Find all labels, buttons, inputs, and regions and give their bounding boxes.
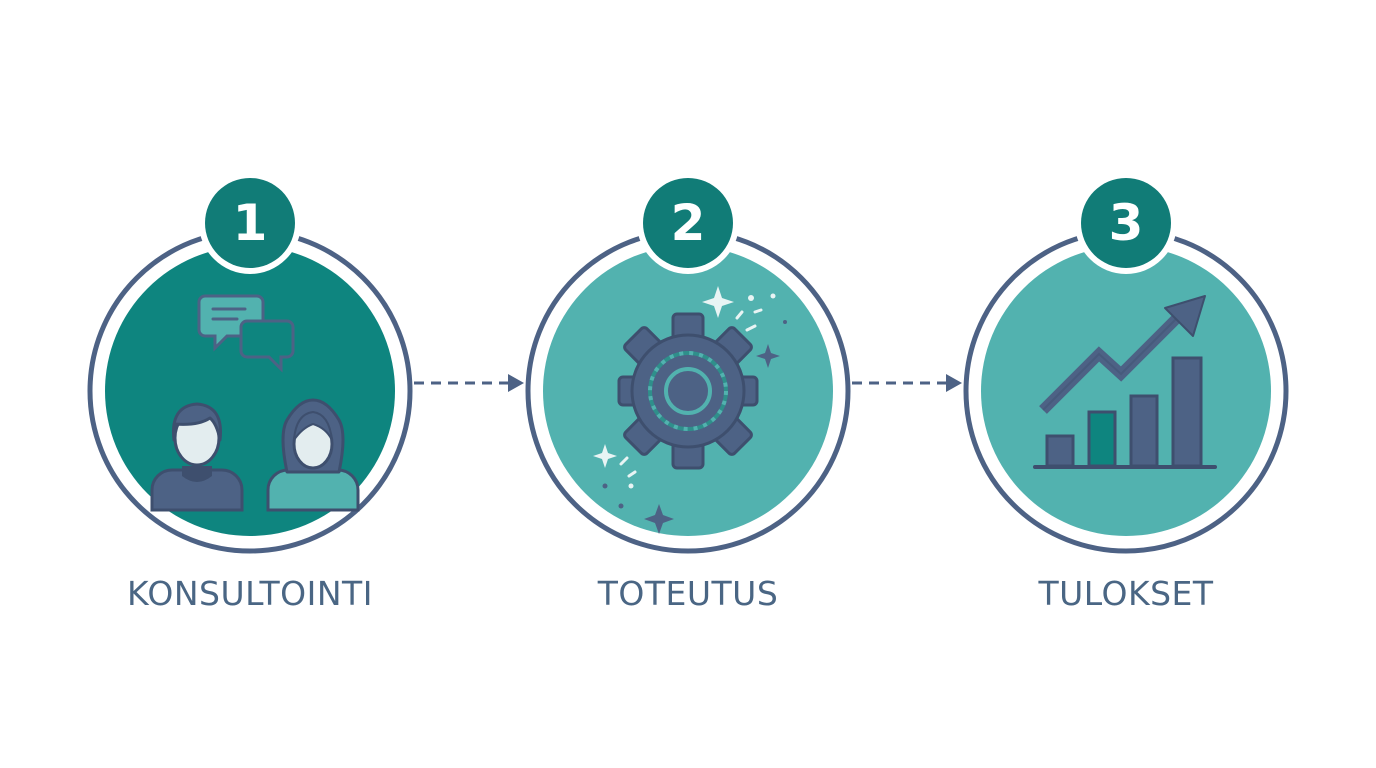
step-results: 3 TULOKSET <box>961 178 1291 618</box>
sparkle-dots <box>628 293 776 489</box>
person-female-icon <box>266 398 360 512</box>
step-consultation: 1 KONSULTOINTI <box>85 178 415 618</box>
step-implementation: 2 TOTEUTUS <box>523 178 853 618</box>
sparkle-icon <box>593 286 734 468</box>
step-label: KONSULTOINTI <box>127 574 373 613</box>
sparkle-icon <box>644 344 780 534</box>
chat-bubbles-icon <box>197 294 295 373</box>
person-male-icon <box>150 402 244 512</box>
step-circle <box>963 228 1289 554</box>
dashed-arrow-icon <box>852 374 962 392</box>
step-number-badge: 2 <box>643 178 733 268</box>
step-circle <box>525 228 851 554</box>
step-circle <box>87 228 413 554</box>
step-label: TOTEUTUS <box>597 574 779 613</box>
dashed-arrow-icon <box>414 374 524 392</box>
step-number-badge: 3 <box>1081 178 1171 268</box>
sparkle-dashes <box>619 308 763 478</box>
bar-chart-growth-icon <box>1033 295 1217 469</box>
gear-icon <box>617 312 759 470</box>
step-label: TULOKSET <box>1038 574 1214 613</box>
step-number-badge: 1 <box>205 178 295 268</box>
